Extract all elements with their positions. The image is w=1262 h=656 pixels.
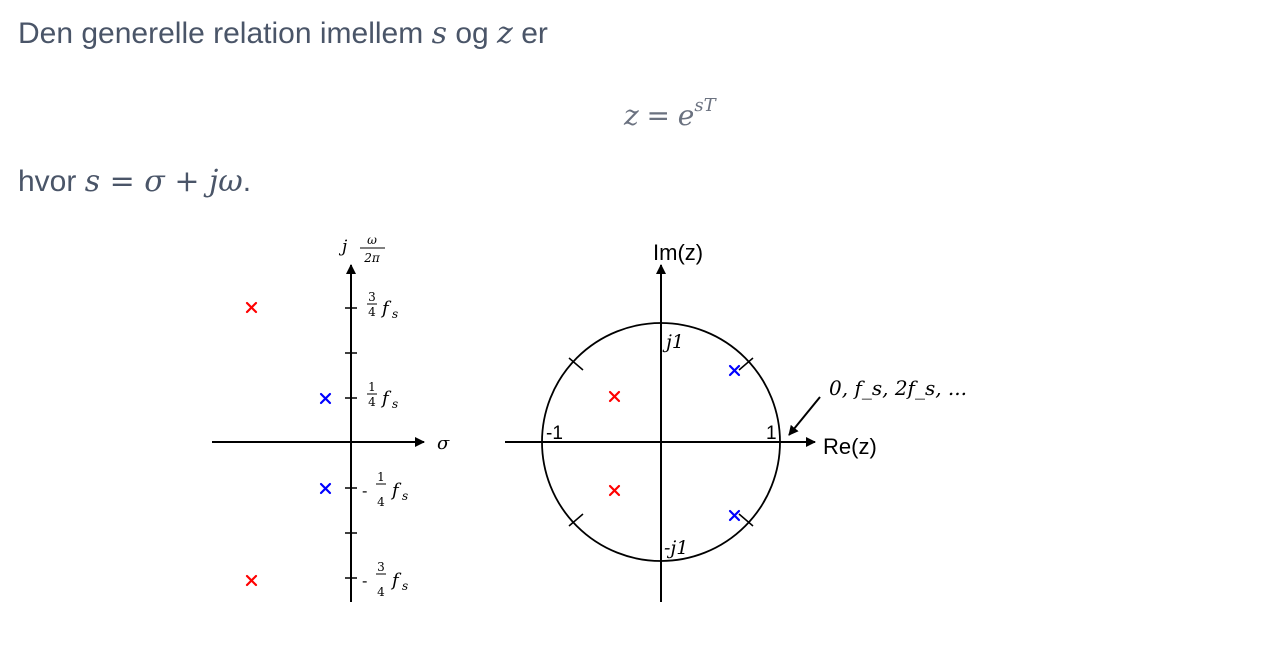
s-plane-markers: [245, 301, 332, 587]
where-text: hvor s = σ + jω.: [18, 162, 251, 202]
s-tick-labels: 3 4 f s 1 4 f s - 1 4 f s -: [362, 290, 408, 599]
j1-label: j1: [662, 331, 684, 353]
z-plane-markers: [608, 364, 741, 522]
s-to-z-mapping-figure: j ω 2π σ 3 4 f s 1 4 f s -: [212, 233, 967, 602]
tick-label-num: 1: [377, 470, 385, 484]
tick-label-unit: f: [390, 480, 402, 501]
tick-label-sub: s: [392, 397, 398, 411]
red-x-marker: [608, 390, 621, 403]
circle-tick: [568, 513, 584, 527]
blue-x-marker: [728, 509, 741, 522]
tick-label-3-4: 3 4 f s: [367, 290, 398, 321]
one-label: 1: [766, 423, 777, 444]
re-axis-label: Re(z): [823, 434, 877, 459]
main-equation: z = esT: [624, 86, 716, 136]
blue-x-marker: [728, 364, 741, 377]
tick-label-sign: -: [362, 481, 367, 500]
z-plane: Im(z) Re(z) j1 -j1 -1 1 0, f_s, 2f_s, ..…: [505, 240, 967, 602]
tick-label-num: 3: [377, 560, 385, 574]
tick-label-num: 1: [368, 380, 376, 394]
s-axis-ticks: [345, 307, 357, 579]
red-x-marker: [245, 301, 258, 314]
blue-x-marker: [319, 482, 332, 495]
equation-base: e: [677, 99, 695, 132]
tick-label-sub: s: [392, 307, 398, 321]
circle-tick: [568, 357, 584, 371]
tick-label-den: 4: [377, 495, 385, 509]
red-x-marker: [608, 484, 621, 497]
var-z: z: [497, 16, 513, 51]
where-label: hvor: [18, 165, 77, 198]
equation-equals: =: [646, 99, 671, 132]
tick-label-den: 4: [377, 585, 385, 599]
jomega-axis-label: j ω 2π: [338, 233, 385, 265]
tick-label-sign: -: [362, 571, 367, 590]
where-formula: s = σ + jω: [84, 164, 243, 199]
unit-circle-ticks: [568, 357, 754, 527]
circle-tick: [738, 357, 754, 371]
equation-lhs: z: [624, 99, 639, 132]
tick-label-neg-1-4: - 1 4 f s: [362, 470, 408, 509]
tick-label-sub: s: [402, 579, 408, 593]
tick-label-neg-3-4: - 3 4 f s: [362, 560, 408, 599]
intro-text-1: Den generelle relation imellem: [18, 17, 424, 50]
annotation-arrow: [788, 396, 821, 436]
sigma-axis-label: σ: [437, 433, 450, 454]
tick-label-den: 4: [368, 305, 376, 319]
where-end: .: [242, 165, 252, 198]
tick-label-num: 3: [368, 290, 376, 304]
neg-j1-label: -j1: [664, 537, 688, 559]
var-s: s: [431, 16, 447, 51]
y-label-prefix: j: [338, 237, 348, 257]
tick-label-unit: f: [380, 298, 392, 319]
im-axis-label: Im(z): [653, 240, 703, 265]
red-x-marker: [245, 574, 258, 587]
intro-text-3: er: [521, 17, 548, 50]
aliasing-annotation: 0, f_s, 2f_s, ...: [829, 376, 967, 400]
unit-circle: [541, 322, 781, 562]
tick-label-den: 4: [368, 395, 376, 409]
s-plane: j ω 2π σ 3 4 f s 1 4 f s -: [212, 233, 450, 602]
circle-tick: [738, 513, 754, 527]
y-label-den: 2π: [363, 251, 381, 265]
neg-one-label: -1: [546, 423, 563, 444]
tick-label-sub: s: [402, 489, 408, 503]
equation-exponent: sT: [694, 95, 716, 116]
y-label-num: ω: [367, 233, 377, 247]
tick-label-unit: f: [380, 388, 392, 409]
intro-text: Den generelle relation imellem s og z er: [18, 14, 548, 54]
blue-x-marker: [319, 392, 332, 405]
tick-label-1-4: 1 4 f s: [367, 380, 398, 411]
intro-text-2: og: [455, 17, 489, 50]
tick-label-unit: f: [390, 570, 402, 591]
